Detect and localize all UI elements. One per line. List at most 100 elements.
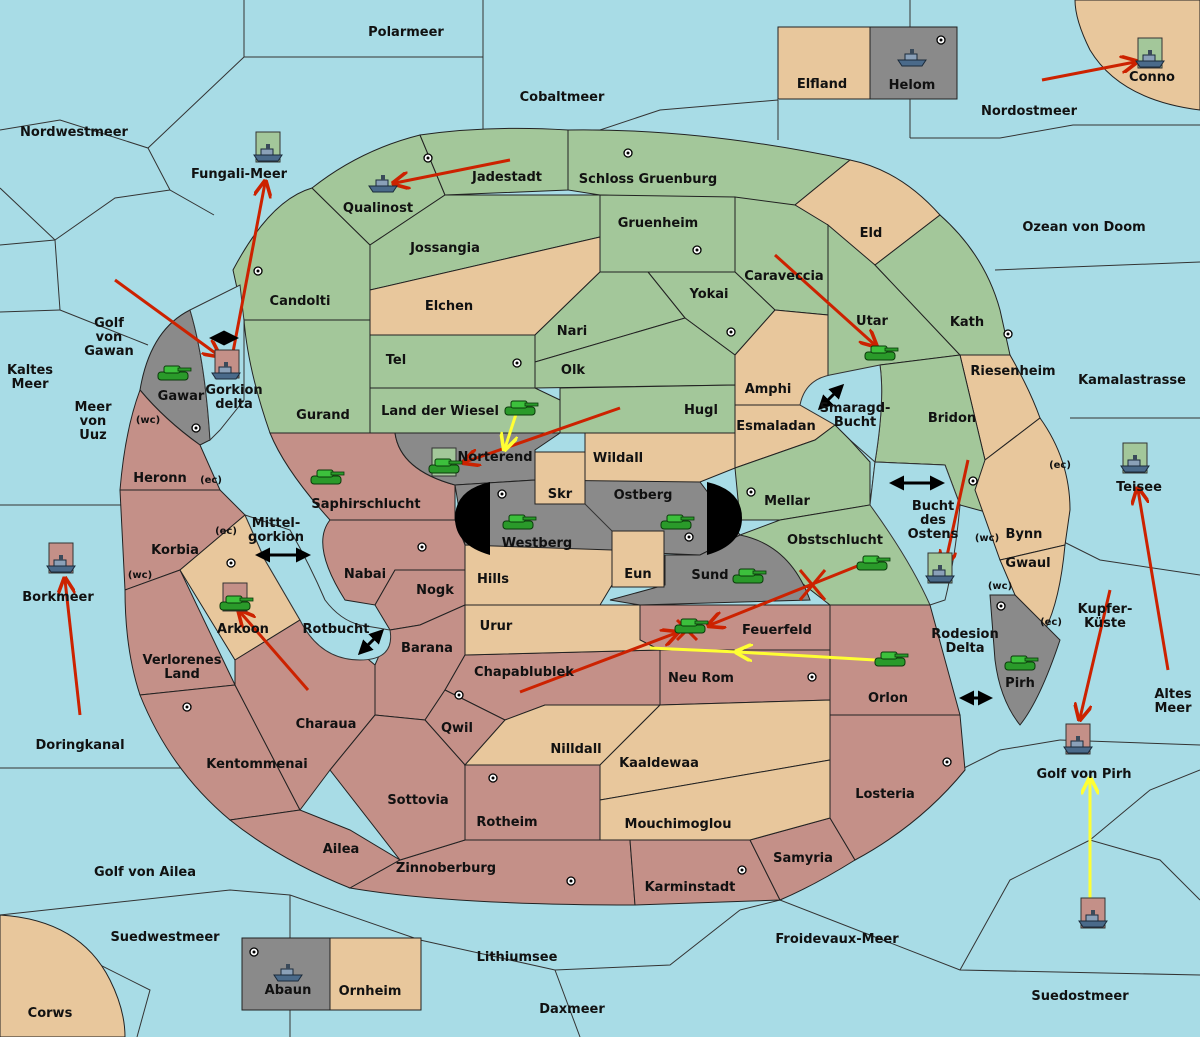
- label-froidevaux-meer: Froidevaux-Meer: [775, 932, 899, 947]
- label-urur: Urur: [480, 619, 513, 634]
- supply-centers: [182, 35, 1013, 957]
- label-kath: Kath: [950, 315, 984, 330]
- label-kamalastrasse: Kamalastrasse: [1078, 373, 1186, 388]
- region-losteria[interactable]: [829, 714, 966, 861]
- label-golf-von-pirh: Golf von Pirh: [1036, 767, 1131, 782]
- units: [46, 37, 1165, 982]
- label-fungali-meer: Fungali-Meer: [191, 167, 288, 182]
- region-elfland[interactable]: [777, 26, 871, 100]
- label-yokai: Yokai: [688, 287, 728, 302]
- label-riesenheim: Riesenheim: [970, 364, 1055, 379]
- region-hills[interactable]: [464, 544, 613, 606]
- label-cobaltmeer: Cobaltmeer: [520, 90, 605, 105]
- region-kath[interactable]: [874, 214, 1011, 356]
- connector-west: [455, 482, 490, 555]
- label-polarmeer: Polarmeer: [368, 25, 444, 40]
- label-elfland: Elfland: [797, 77, 847, 92]
- label-charaua: Charaua: [296, 717, 357, 732]
- label-caraveccia: Caraveccia: [744, 269, 823, 284]
- label-gawar: Gawar: [158, 389, 205, 404]
- label-nilldall: Nilldall: [550, 742, 601, 757]
- label-daxmeer: Daxmeer: [539, 1002, 605, 1017]
- label-nordwestmeer: Nordwestmeer: [20, 125, 128, 140]
- label-candolti: Candolti: [270, 294, 331, 309]
- label-obstschlucht: Obstschlucht: [787, 533, 883, 548]
- connector-east: [707, 482, 742, 555]
- region-corws[interactable]: [0, 914, 126, 1037]
- label-mouchimoglou: Mouchimoglou: [625, 817, 732, 832]
- label-utar: Utar: [856, 314, 889, 329]
- region-mouchimoglou[interactable]: [599, 759, 831, 841]
- label-gwaul-ec: (ec): [1040, 617, 1062, 628]
- region-skr-base[interactable]: [454, 479, 741, 556]
- label-korbia: Korbia: [151, 543, 199, 558]
- label-nogk: Nogk: [416, 583, 454, 598]
- label-qualinost: Qualinost: [343, 201, 413, 216]
- label-skr: Skr: [548, 487, 573, 502]
- label-nari: Nari: [557, 324, 588, 339]
- label-ailea: Ailea: [323, 842, 360, 857]
- label-smaragd-bucht: Smaragd-Bucht: [820, 401, 891, 430]
- region-kaaldewaa[interactable]: [599, 699, 831, 801]
- label-orlon: Orlon: [868, 691, 908, 706]
- label-teisee: Teisee: [1116, 480, 1162, 495]
- label-ornheim: Ornheim: [339, 984, 402, 999]
- label-suedostmeer: Suedostmeer: [1031, 989, 1129, 1004]
- label-schloss-gruenburg: Schloss Gruenburg: [579, 172, 717, 187]
- region-mellar[interactable]: [734, 424, 871, 521]
- label-nabai: Nabai: [344, 567, 386, 582]
- label-nordostmeer: Nordostmeer: [981, 104, 1078, 119]
- label-gawar-wc: (wc): [136, 415, 160, 426]
- label-gurand: Gurand: [296, 408, 350, 423]
- label-chapablublek: Chapablublek: [474, 665, 574, 680]
- region-skr[interactable]: [534, 451, 586, 505]
- region-schloss-gruenburg[interactable]: [567, 129, 852, 206]
- label-elchen: Elchen: [425, 299, 473, 314]
- label-feuerfeld: Feuerfeld: [742, 623, 812, 638]
- label-golf-von-ailea: Golf von Ailea: [94, 865, 196, 880]
- label-kupfer-kueste: Kupfer-Küste: [1078, 602, 1133, 631]
- label-eld: Eld: [860, 226, 883, 241]
- region-ornheim[interactable]: [329, 937, 422, 1011]
- label-borkmeer: Borkmeer: [22, 590, 94, 605]
- label-rotbucht: Rotbucht: [303, 622, 370, 637]
- label-bynn-wc: (wc): [975, 533, 999, 544]
- region-urur[interactable]: [464, 604, 661, 656]
- label-westberg: Westberg: [502, 536, 572, 551]
- label-rotheim: Rotheim: [476, 815, 537, 830]
- region-jadestadt[interactable]: [419, 127, 569, 196]
- label-samyria: Samyria: [773, 851, 833, 866]
- label-olk: Olk: [561, 363, 586, 378]
- label-corws: Corws: [28, 1006, 73, 1021]
- label-esmaladan: Esmaladan: [736, 419, 816, 434]
- label-doringkanal: Doringkanal: [35, 738, 124, 753]
- label-pirh: Pirh: [1005, 676, 1035, 691]
- label-norterend: Norterend: [457, 450, 532, 465]
- label-saphirschlucht: Saphirschlucht: [311, 497, 420, 512]
- label-neu-rom: Neu Rom: [668, 671, 734, 686]
- label-jadestadt: Jadestadt: [471, 170, 542, 185]
- label-ozean-von-doom: Ozean von Doom: [1022, 220, 1145, 235]
- label-eun: Eun: [624, 567, 651, 582]
- label-ostberg: Ostberg: [614, 488, 673, 503]
- label-lithiumsee: Lithiumsee: [477, 950, 558, 965]
- label-sund: Sund: [691, 568, 728, 583]
- label-sottovia: Sottovia: [387, 793, 448, 808]
- label-kaaldewaa: Kaaldewaa: [619, 756, 699, 771]
- label-conno: Conno: [1129, 70, 1175, 85]
- region-gruenheim[interactable]: [599, 194, 736, 273]
- label-amphi: Amphi: [745, 382, 792, 397]
- label-zinnoberburg: Zinnoberburg: [396, 861, 496, 876]
- label-heronn: Heronn: [133, 471, 187, 486]
- label-bynn: Bynn: [1006, 527, 1043, 542]
- label-jossangia: Jossangia: [409, 241, 480, 256]
- label-mittelgorkion: Mittel-gorkion: [248, 516, 304, 545]
- label-land-der-wiesel: Land der Wiesel: [381, 404, 499, 419]
- swap-arrows: [209, 330, 993, 706]
